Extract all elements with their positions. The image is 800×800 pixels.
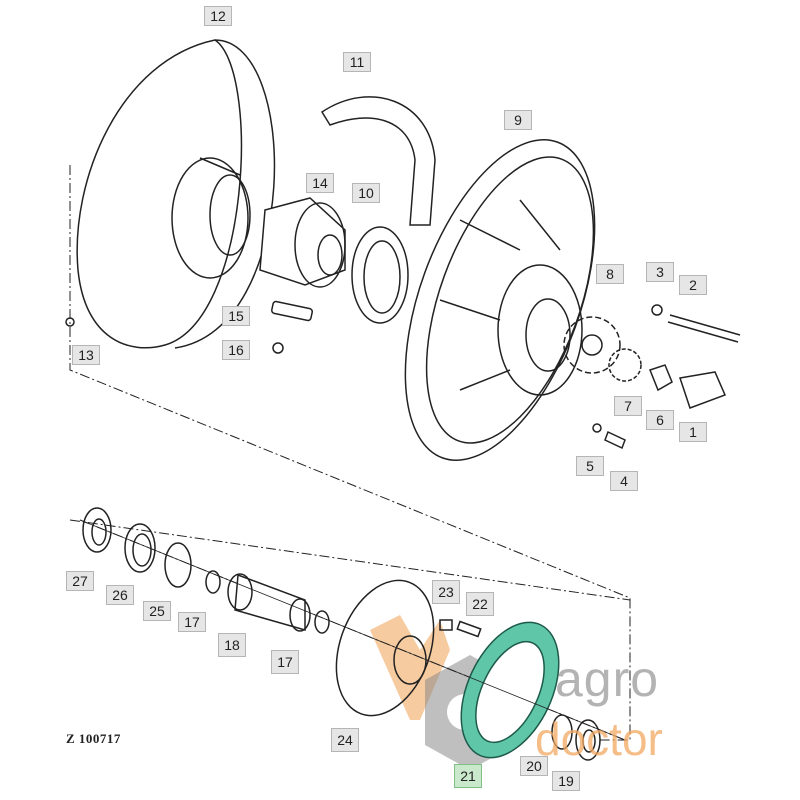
callout-13[interactable]: 13 xyxy=(72,345,100,365)
part-17b-ring xyxy=(314,610,330,634)
callout-9[interactable]: 9 xyxy=(504,110,532,130)
part-14-hub xyxy=(259,197,346,288)
part-11-belt xyxy=(320,96,436,226)
callout-2[interactable]: 2 xyxy=(679,275,707,295)
callout-5[interactable]: 5 xyxy=(576,456,604,476)
callout-14[interactable]: 14 xyxy=(306,173,334,193)
callout-18[interactable]: 18 xyxy=(218,633,246,657)
callout-25[interactable]: 25 xyxy=(143,601,171,621)
callout-10[interactable]: 10 xyxy=(352,183,380,203)
part-7-gear xyxy=(608,348,642,382)
part-5-washer xyxy=(592,423,602,433)
callout-16[interactable]: 16 xyxy=(222,340,250,360)
part-4-bolt xyxy=(604,430,626,450)
part-26-ring xyxy=(124,523,156,573)
callout-12[interactable]: 12 xyxy=(204,6,232,26)
callout-20[interactable]: 20 xyxy=(520,756,548,776)
callout-22[interactable]: 22 xyxy=(466,592,494,616)
part-2-bolt xyxy=(667,314,741,343)
callout-8[interactable]: 8 xyxy=(596,264,624,284)
callout-21-highlighted[interactable]: 21 xyxy=(454,764,482,788)
part-3-washer xyxy=(651,304,663,316)
part-25-ring xyxy=(164,542,192,588)
callout-6[interactable]: 6 xyxy=(646,410,674,430)
callout-26[interactable]: 26 xyxy=(106,585,134,605)
part-17-ring xyxy=(205,570,221,594)
callout-17a[interactable]: 17 xyxy=(178,612,206,632)
part-1-fitting xyxy=(679,371,727,409)
part-15-key xyxy=(270,300,314,322)
callout-27[interactable]: 27 xyxy=(66,571,94,591)
callout-24[interactable]: 24 xyxy=(331,728,359,752)
part-12-drive-disc xyxy=(65,39,276,349)
callout-7[interactable]: 7 xyxy=(614,396,642,416)
watermark-agro: agro xyxy=(555,651,660,707)
part-9-pulley xyxy=(404,139,596,461)
part-18-bushing xyxy=(227,573,311,632)
part-23-nut xyxy=(439,619,453,631)
part-10-seal xyxy=(351,226,409,324)
part-6-nut xyxy=(649,364,673,392)
callout-23[interactable]: 23 xyxy=(432,580,460,604)
callout-4[interactable]: 4 xyxy=(610,471,638,491)
part-22-pin xyxy=(456,620,482,638)
callout-17b[interactable]: 17 xyxy=(271,650,299,674)
callout-19[interactable]: 19 xyxy=(552,771,580,791)
callout-11[interactable]: 11 xyxy=(343,52,371,72)
part-27-seal xyxy=(82,507,112,553)
part-8-sprocket xyxy=(563,316,621,374)
part-21-gasket xyxy=(460,621,560,759)
callout-1[interactable]: 1 xyxy=(679,422,707,442)
callout-3[interactable]: 3 xyxy=(646,262,674,282)
drawing-number: Z 100717 xyxy=(66,731,121,746)
part-19-seal xyxy=(575,719,601,761)
watermark-doctor: doctor xyxy=(535,713,663,765)
callout-15[interactable]: 15 xyxy=(222,306,250,326)
part-16-screw xyxy=(272,342,284,354)
